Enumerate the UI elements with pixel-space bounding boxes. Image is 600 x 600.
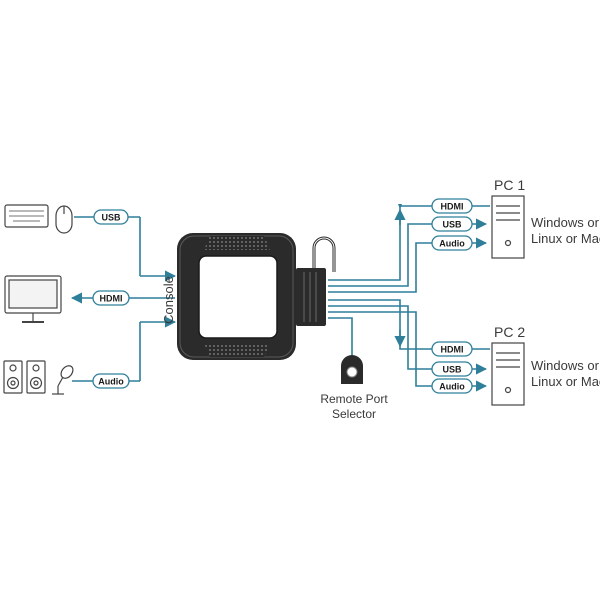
- kvm-switch-icon: [177, 233, 336, 360]
- pc1-audio-tag: Audio: [431, 235, 473, 251]
- pc2-usb-tag: USB: [431, 361, 473, 377]
- svg-text:USB: USB: [442, 365, 462, 375]
- pc2-os-line2: Linux or Mac: [531, 374, 600, 389]
- keyboard-icon: [4, 204, 49, 228]
- pc2-tower-icon: [491, 342, 525, 406]
- console-label: Console: [161, 276, 176, 324]
- speakers-icon: [3, 360, 46, 394]
- remote-button-icon: [341, 355, 363, 384]
- monitor-icon: [4, 275, 62, 323]
- console-audio-tag: Audio: [92, 373, 130, 389]
- pc2-audio-tag: Audio: [431, 378, 473, 394]
- pc2-os-line1: Windows or: [531, 358, 600, 373]
- pc1-title: PC 1: [494, 177, 525, 193]
- console-audio-label: Audio: [98, 377, 124, 387]
- hdmi-arrowheads: [398, 204, 402, 209]
- pc2-hdmi-tag: HDMI: [431, 341, 473, 357]
- svg-text:Audio: Audio: [439, 382, 465, 392]
- remote-selector-line1: Remote Port: [320, 392, 388, 406]
- console-usb-label: USB: [101, 213, 121, 223]
- mouse-icon: [55, 205, 73, 234]
- remote-selector-line2: Selector: [332, 407, 376, 421]
- pc1-hdmi-tag: HDMI: [431, 198, 473, 214]
- console-hdmi-label: HDMI: [100, 294, 123, 304]
- pc1-tower-icon: [491, 195, 525, 259]
- svg-text:Audio: Audio: [439, 239, 465, 249]
- console-hdmi-tag: HDMI: [92, 290, 130, 306]
- svg-text:HDMI: HDMI: [441, 345, 464, 355]
- pc1-os-line1: Windows or: [531, 215, 600, 230]
- pc1-usb-tag: USB: [431, 216, 473, 232]
- svg-text:HDMI: HDMI: [441, 202, 464, 212]
- pc2-title: PC 2: [494, 324, 525, 340]
- microphone-icon: [52, 365, 74, 395]
- pc1-os-line2: Linux or Mac: [531, 231, 600, 246]
- console-usb-tag: USB: [93, 209, 129, 225]
- svg-text:USB: USB: [442, 220, 462, 230]
